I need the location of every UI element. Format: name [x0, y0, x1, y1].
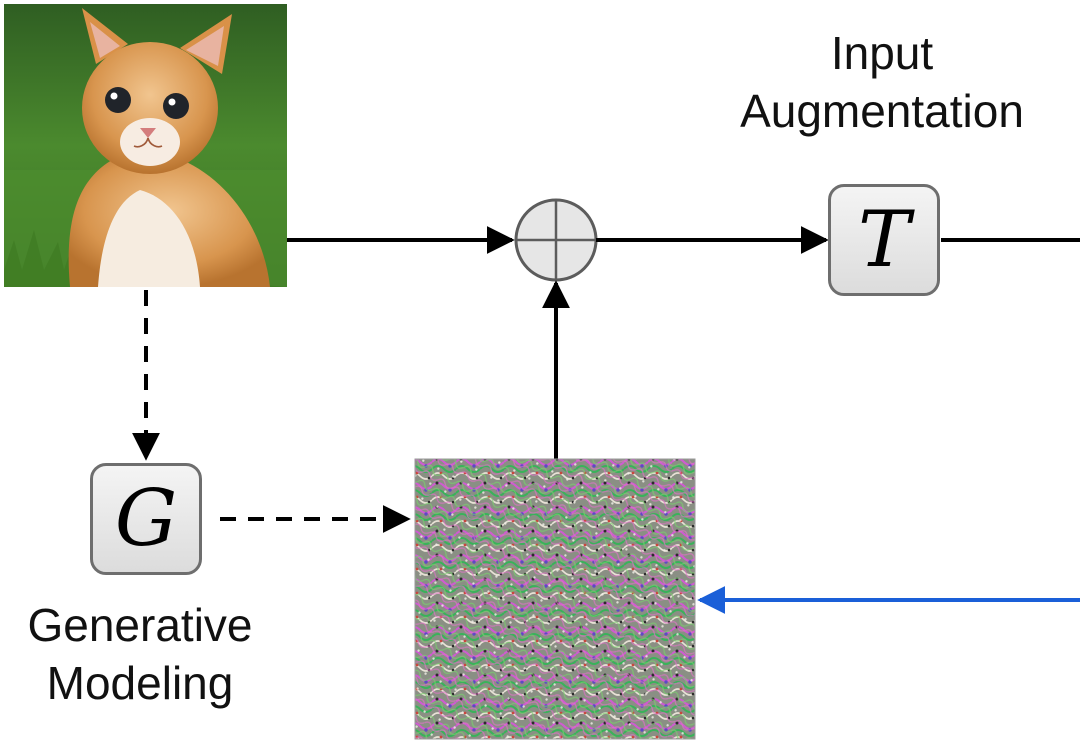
generator-symbol: G [114, 474, 178, 564]
input-image-kitten [4, 4, 287, 287]
generative-modeling-line-1: Generative [27, 599, 253, 651]
sum-node [514, 198, 598, 282]
input-augmentation-line-1: Input [830, 27, 934, 79]
augmentation-symbol: T [857, 195, 911, 285]
generative-modeling-line-2: Modeling [46, 657, 234, 709]
generator-operator-box: G [90, 463, 202, 575]
input-augmentation-line-2: Augmentation [740, 85, 1024, 137]
input-augmentation-label: Input Augmentation [707, 24, 1057, 140]
augmentation-operator-box: T [828, 184, 940, 296]
generative-modeling-label: Generative Modeling [0, 596, 280, 712]
perturbation-image [414, 458, 696, 740]
